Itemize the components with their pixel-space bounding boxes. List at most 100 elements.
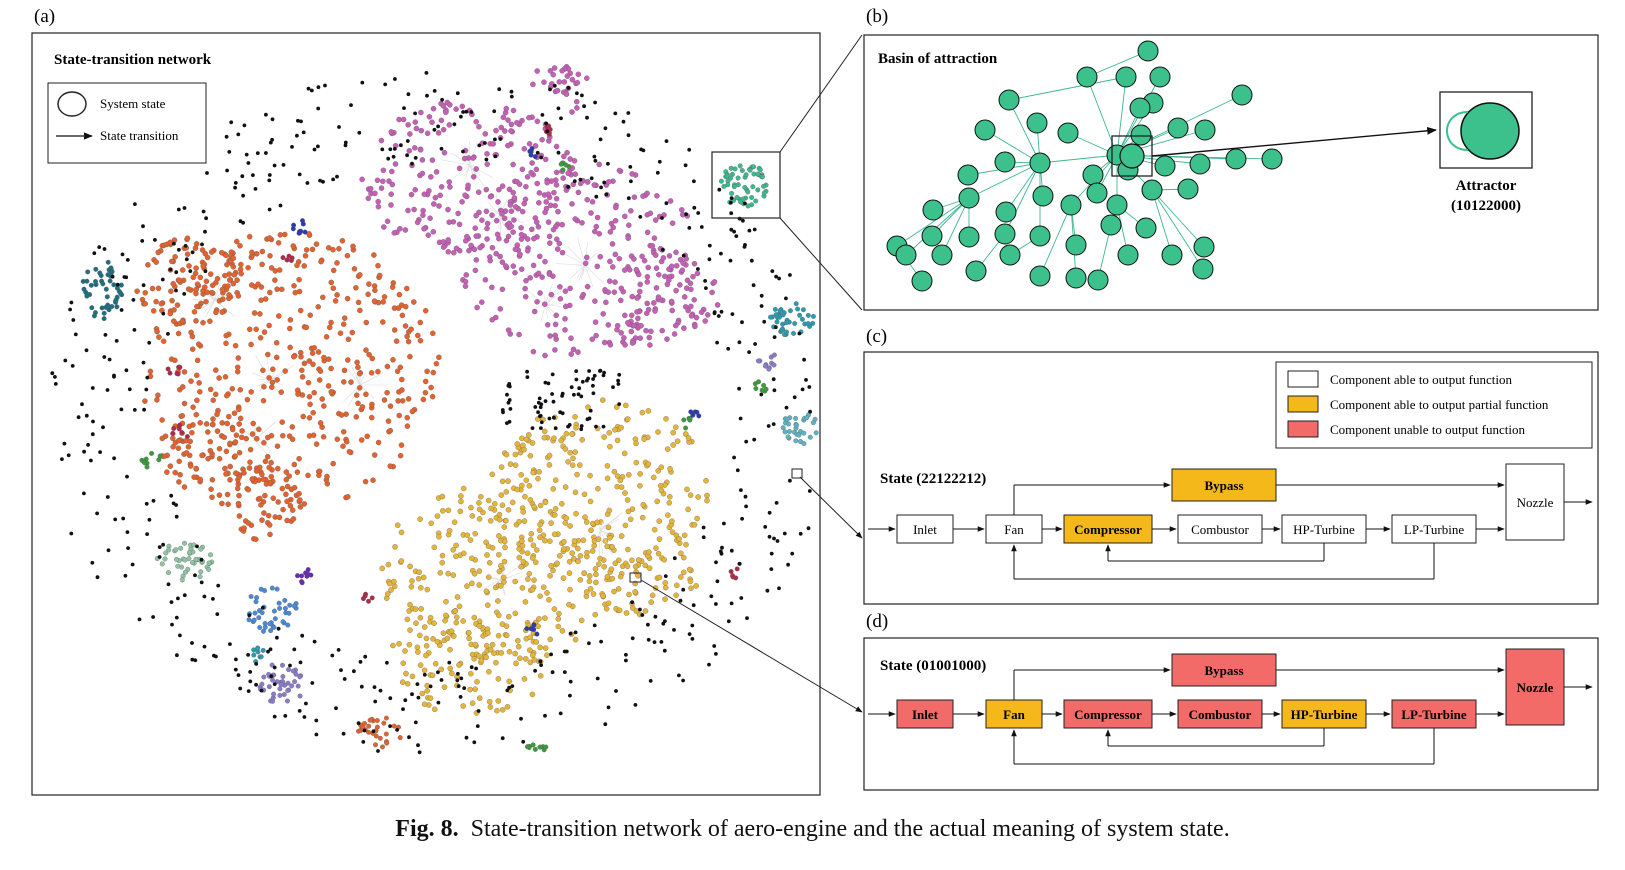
state-node <box>276 313 282 319</box>
state-node <box>601 373 606 378</box>
state-node <box>179 318 186 325</box>
state-node <box>646 334 653 341</box>
state-node <box>439 678 444 682</box>
state-node <box>387 463 393 469</box>
state-node <box>233 667 238 672</box>
state-node <box>336 648 341 652</box>
state-node <box>552 415 556 420</box>
state-node <box>633 266 640 273</box>
state-node <box>166 582 171 587</box>
state-node <box>529 555 536 561</box>
state-node <box>462 686 467 690</box>
state-node <box>282 368 288 374</box>
state-node <box>601 339 608 346</box>
state-node <box>424 688 430 694</box>
state-node <box>468 504 474 511</box>
state-node <box>248 389 254 395</box>
state-node <box>291 222 297 228</box>
node-cluster <box>755 352 777 372</box>
state-node <box>177 247 181 252</box>
state-node <box>556 150 561 155</box>
state-node <box>606 278 613 284</box>
state-node <box>256 426 262 433</box>
state-node <box>489 317 495 323</box>
basin-node <box>1135 217 1157 239</box>
state-node <box>385 561 392 568</box>
panel-a-legend: System state State transition <box>47 82 207 164</box>
state-node <box>93 266 99 272</box>
state-node <box>399 679 406 685</box>
state-node <box>537 502 544 509</box>
state-node <box>498 563 504 569</box>
state-node <box>518 472 524 478</box>
state-node <box>624 563 631 570</box>
state-node <box>89 458 93 463</box>
state-node <box>709 594 714 599</box>
state-node <box>644 190 650 197</box>
state-node <box>305 472 311 479</box>
state-node <box>370 477 376 483</box>
state-node <box>120 252 125 257</box>
state-node <box>469 665 474 670</box>
basin-node <box>1261 148 1283 170</box>
state-node <box>395 305 402 311</box>
state-node <box>159 417 165 423</box>
state-node <box>656 536 663 542</box>
state-node <box>476 582 482 588</box>
state-node <box>451 633 457 639</box>
state-node <box>487 518 494 524</box>
state-node <box>784 296 788 301</box>
lp-turbine-box <box>1391 514 1477 544</box>
state-node <box>559 249 566 256</box>
state-node <box>582 260 589 267</box>
state-node <box>380 299 386 305</box>
state-node <box>527 634 534 641</box>
state-node <box>749 195 755 200</box>
state-node <box>694 515 700 522</box>
state-node <box>506 648 513 655</box>
state-node <box>548 563 554 569</box>
bypass-label: Bypass <box>1204 478 1243 493</box>
edge <box>259 379 271 387</box>
state-node <box>261 628 266 634</box>
state-node <box>417 632 423 639</box>
state-node <box>233 181 238 185</box>
state-node <box>660 255 667 261</box>
state-node <box>777 276 781 281</box>
state-node <box>654 193 660 199</box>
basin-node <box>1161 244 1183 266</box>
state-node <box>587 498 594 505</box>
state-node <box>683 425 689 431</box>
basin-node <box>1026 112 1048 134</box>
state-node <box>639 409 646 416</box>
state-node <box>325 383 332 389</box>
state-node <box>566 558 573 565</box>
state-node <box>216 445 223 452</box>
state-node <box>430 229 437 235</box>
state-node <box>653 265 660 271</box>
state-node <box>681 569 687 576</box>
node-cluster <box>280 253 295 263</box>
state-node <box>191 309 198 315</box>
state-node <box>458 498 464 505</box>
state-node <box>662 584 669 591</box>
state-node <box>626 472 632 478</box>
state-node <box>680 260 686 266</box>
state-node <box>414 219 421 226</box>
state-node <box>272 682 277 686</box>
state-node <box>197 574 203 580</box>
state-node <box>797 331 802 336</box>
state-node <box>477 244 483 251</box>
edge <box>359 373 381 386</box>
state-node <box>562 288 569 294</box>
state-node <box>247 446 254 453</box>
state-node <box>282 605 288 611</box>
state-node <box>469 580 475 587</box>
state-node <box>384 363 391 370</box>
state-node <box>193 286 199 293</box>
state-node <box>572 179 577 184</box>
state-node <box>641 148 646 153</box>
state-node <box>519 166 526 173</box>
state-node <box>434 638 441 645</box>
